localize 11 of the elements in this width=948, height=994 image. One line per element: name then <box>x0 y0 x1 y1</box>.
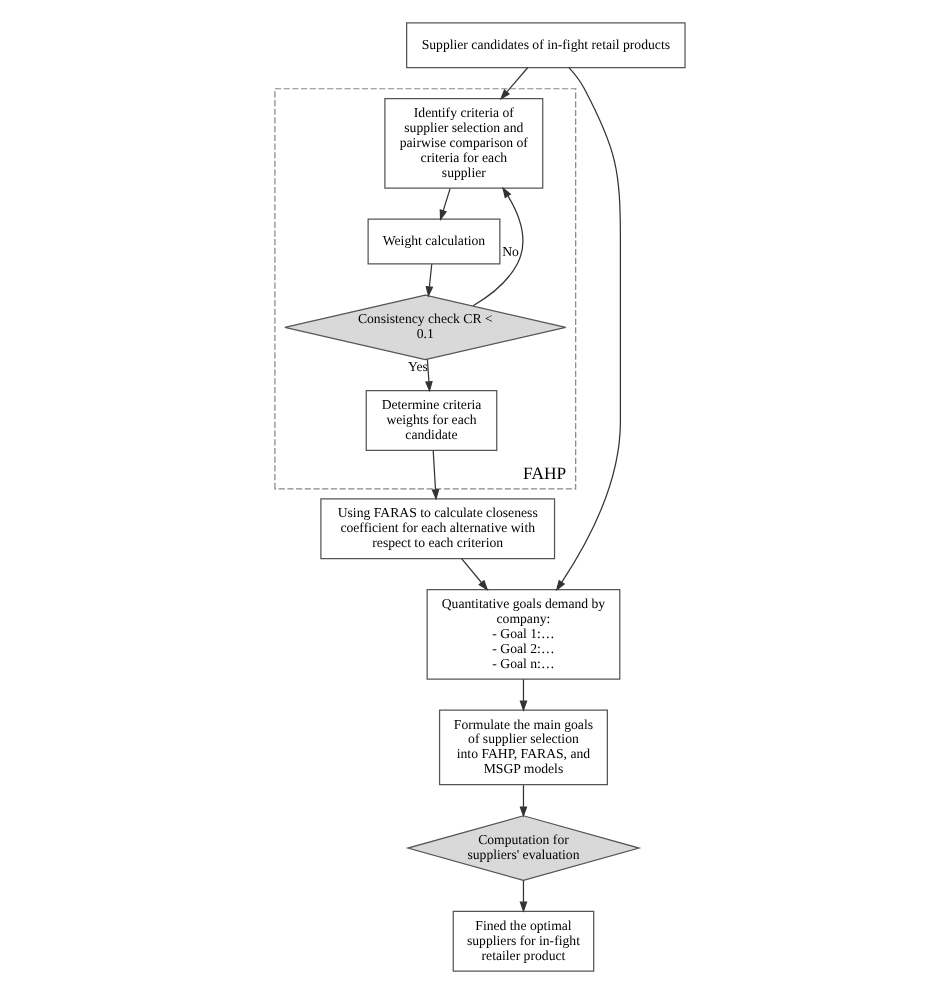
arrow <box>438 187 450 221</box>
arrow <box>518 678 527 712</box>
arrow <box>518 784 527 818</box>
arrow <box>471 186 523 307</box>
arrow <box>518 879 527 913</box>
arrow <box>498 67 528 101</box>
arrow <box>460 558 488 591</box>
arrow <box>424 263 433 298</box>
arrow <box>424 358 432 393</box>
arrow <box>554 67 620 592</box>
arrow <box>430 450 439 501</box>
